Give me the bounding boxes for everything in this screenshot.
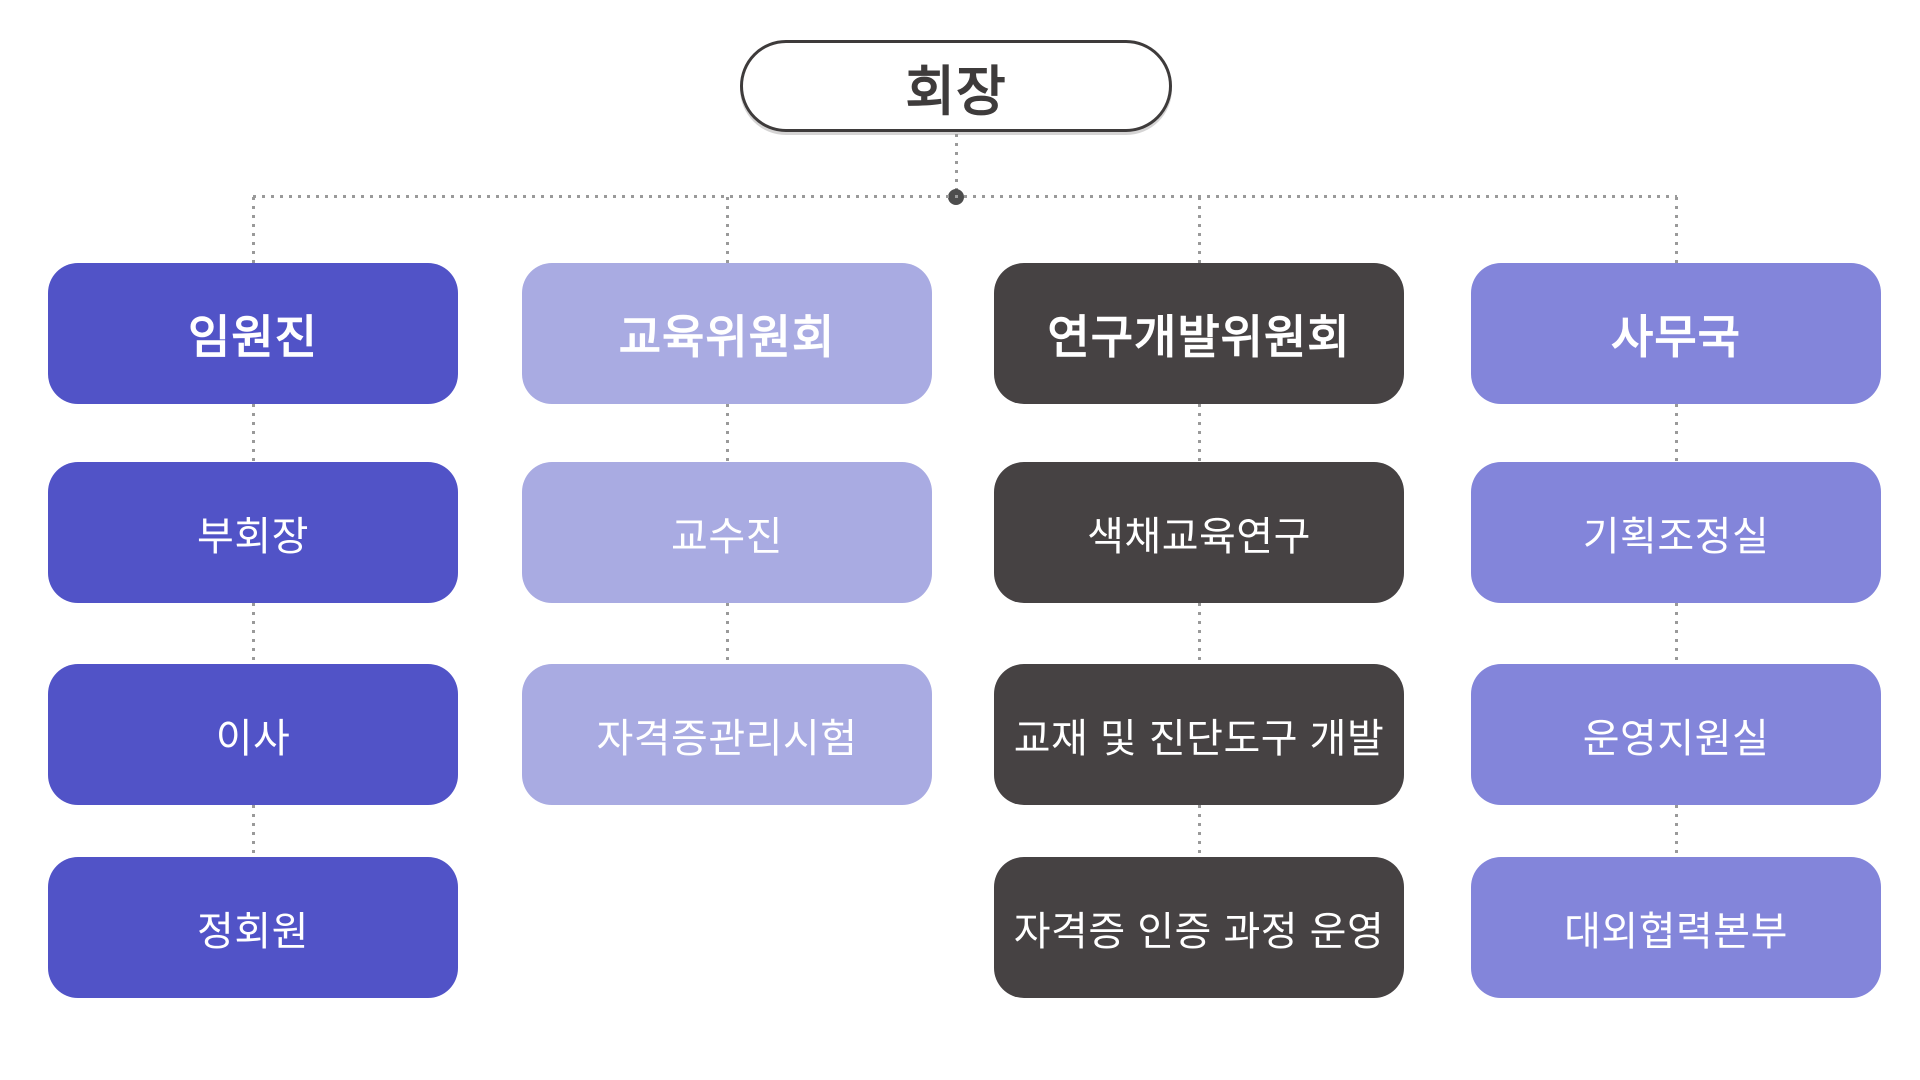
org-node: 기획조정실 [1471, 462, 1881, 603]
connector-segment [1197, 603, 1201, 664]
org-node-header: 연구개발위원회 [994, 263, 1404, 404]
trunk-connector [955, 134, 958, 190]
connector-segment [1674, 197, 1678, 263]
org-column-education: 교육위원회 교수진 자격증관리시험 [522, 197, 932, 805]
node-label: 이사 [215, 716, 291, 761]
node-label: 색채교육연구 [1087, 514, 1311, 559]
connector-segment [1197, 404, 1201, 462]
connector-segment [1197, 197, 1201, 263]
node-label: 기획조정실 [1582, 514, 1770, 559]
org-node: 교수진 [522, 462, 932, 603]
node-label: 임원진 [188, 310, 318, 363]
node-label: 자격증 인증 과정 운영 [1013, 909, 1385, 954]
org-node: 운영지원실 [1471, 664, 1881, 805]
chairman-label: 회장 [905, 61, 1007, 122]
org-node: 대외협력본부 [1471, 857, 1881, 998]
connector-segment [1674, 404, 1678, 462]
org-node: 정회원 [48, 857, 458, 998]
org-node: 부회장 [48, 462, 458, 603]
org-column-executives: 임원진 부회장 이사 정회원 [48, 197, 458, 998]
node-label: 교육위원회 [618, 310, 836, 363]
org-node: 색채교육연구 [994, 462, 1404, 603]
connector-segment [251, 603, 255, 664]
node-label: 사무국 [1611, 310, 1741, 363]
node-label: 교수진 [671, 514, 783, 559]
node-label: 부회장 [197, 514, 309, 559]
connector-segment [1197, 805, 1201, 857]
branch-connector [253, 195, 1677, 198]
org-node-header: 교육위원회 [522, 263, 932, 404]
node-label: 연구개발위원회 [1047, 310, 1351, 363]
node-label: 운영지원실 [1582, 716, 1770, 761]
node-label: 교재 및 진단도구 개발 [1013, 716, 1385, 761]
connector-segment [251, 197, 255, 263]
connector-segment [725, 404, 729, 462]
node-label: 대외협력본부 [1564, 909, 1788, 954]
connector-segment [251, 805, 255, 857]
connector-segment [725, 197, 729, 263]
connector-segment [1674, 603, 1678, 664]
org-node: 자격증관리시험 [522, 664, 932, 805]
org-column-secretariat: 사무국 기획조정실 운영지원실 대외협력본부 [1471, 197, 1881, 998]
org-node: 자격증 인증 과정 운영 [994, 857, 1404, 998]
org-node: 교재 및 진단도구 개발 [994, 664, 1404, 805]
org-node: 이사 [48, 664, 458, 805]
connector-segment [725, 603, 729, 664]
org-column-rnd: 연구개발위원회 색채교육연구 교재 및 진단도구 개발 자격증 인증 과정 운영 [994, 197, 1404, 998]
chairman-node: 회장 [740, 40, 1172, 132]
connector-segment [1674, 805, 1678, 857]
node-label: 자격증관리시험 [596, 716, 858, 761]
org-node-header: 임원진 [48, 263, 458, 404]
node-label: 정회원 [197, 909, 309, 954]
org-node-header: 사무국 [1471, 263, 1881, 404]
connector-segment [251, 404, 255, 462]
